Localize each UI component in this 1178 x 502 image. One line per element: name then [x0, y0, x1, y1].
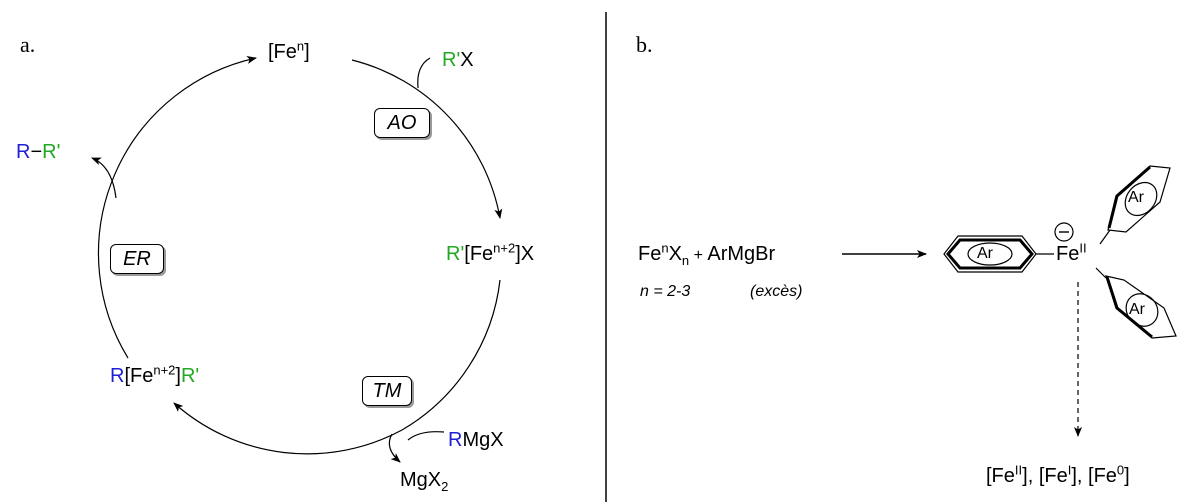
rx-entry-curve — [417, 57, 431, 89]
bond-fe-bottom — [1095, 267, 1107, 279]
ar-label-bottom: Ar — [1129, 301, 1145, 318]
er-step-label: ER — [110, 244, 164, 274]
iron-ate-center: FeII — [1056, 240, 1087, 265]
reduced-iron-species: [FeII], [FeI], [Fe0] — [986, 462, 1130, 487]
panel-a-label: a. — [20, 32, 36, 57]
panel-b-label: b. — [636, 32, 653, 57]
oxidative-complex: R'[Fen+2]X — [446, 240, 535, 265]
ao-step-label: AO — [374, 108, 430, 138]
mgx2-exit-curve — [388, 433, 401, 463]
transmetalated-complex: R[Fen+2]R' — [110, 362, 200, 387]
arc-cycle-right — [401, 279, 501, 431]
coupling-product: R−R' — [16, 141, 61, 163]
excess-note: (excès) — [750, 283, 803, 300]
ar-label-left: Ar — [977, 245, 993, 262]
bond-fe-top — [1099, 229, 1111, 245]
magnesium-salt-byproduct: MgX2 — [400, 469, 449, 494]
tm-step-label: TM — [362, 376, 412, 406]
organohalide-reagent: R'X — [442, 49, 474, 71]
product-exit-curve — [91, 157, 117, 199]
rmgx-entry-curve — [407, 431, 445, 441]
arc-reductive-elimination — [97, 56, 257, 359]
iron-salt-and-grignard: FenXn + ArMgBr — [638, 240, 776, 268]
fe-catalyst: [Fen] — [268, 38, 310, 63]
arc-transmetalation — [173, 402, 403, 455]
aryl-ring-bottom — [1105, 275, 1177, 339]
aryl-ring-top — [1107, 165, 1171, 233]
grignard-reagent: RMgX — [448, 429, 504, 451]
n-range-note: n = 2-3 — [640, 283, 691, 300]
arc-oxidative-addition — [351, 59, 503, 219]
ar-label-top: Ar — [1128, 189, 1144, 206]
